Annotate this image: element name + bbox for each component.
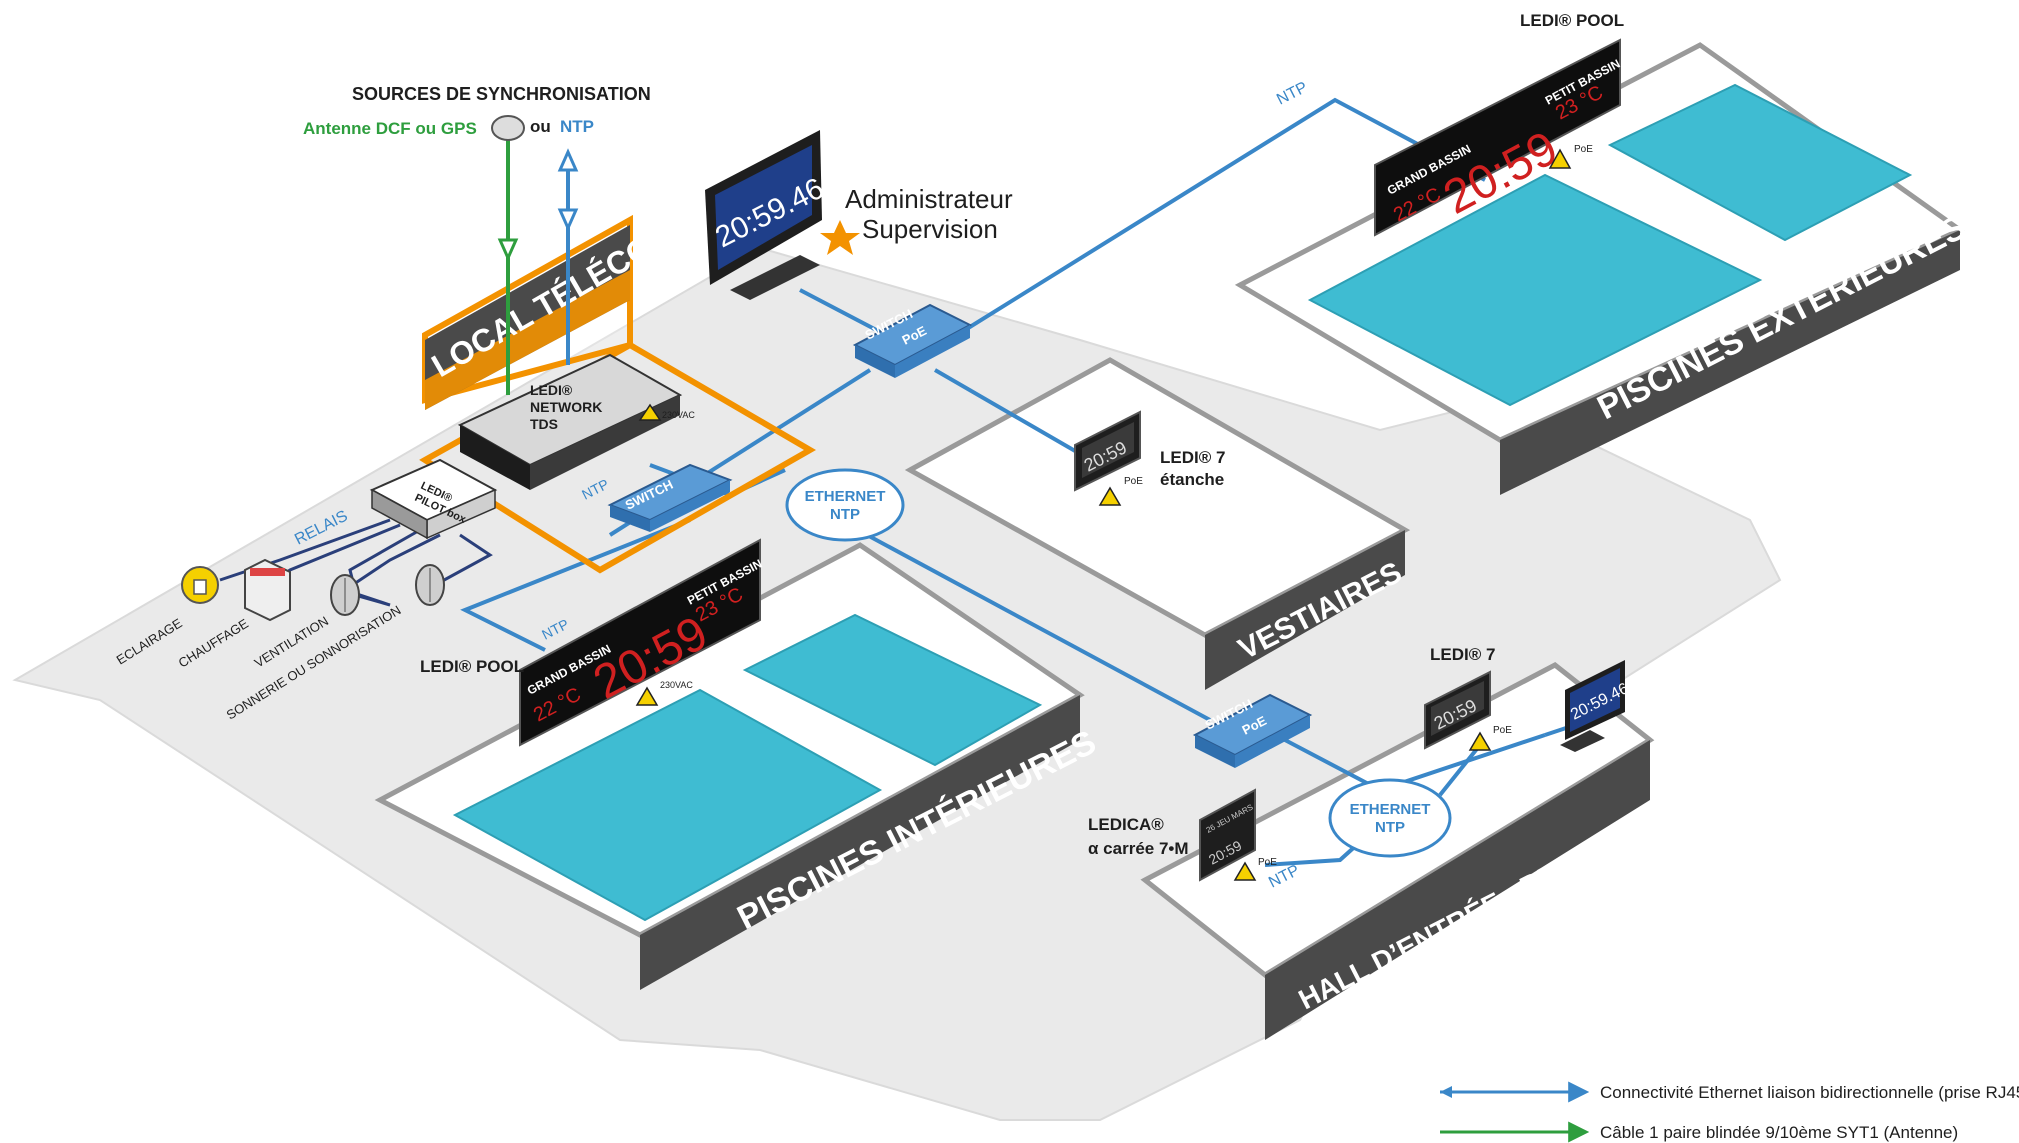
ledi7-etanche-name: LEDI® 7	[1160, 448, 1225, 467]
ledi-pool-display-interieur[interactable]: GRAND BASSIN 22 °C 20:59 PETIT BASSIN 23…	[519, 538, 764, 747]
gps-antenna-icon	[491, 115, 525, 141]
ledi7-etanche-sub: étanche	[1160, 470, 1224, 489]
eclairage-device[interactable]	[181, 566, 219, 604]
sync-title: SOURCES DE SYNCHRONISATION	[352, 84, 651, 104]
legend-ethernet-text: Connectivité Ethernet liaison bidirectio…	[1600, 1083, 2019, 1102]
ntp-down-arrow-icon	[557, 208, 579, 232]
warning-icon	[1468, 731, 1492, 751]
sync-antenna: Antenne DCF ou GPS	[303, 119, 477, 138]
sync-ntp: NTP	[560, 117, 594, 136]
tds-line2: TDS	[530, 416, 558, 432]
legend: Connectivité Ethernet liaison bidirectio…	[1440, 1081, 2019, 1143]
ledi7-hall-name: LEDI® 7	[1430, 645, 1495, 664]
legend-ethernet-arrow-icon	[1440, 1086, 1452, 1098]
heater-icon	[250, 568, 285, 576]
ventilation-device[interactable]	[330, 574, 360, 616]
pool-int-name: LEDI® POOL	[420, 657, 524, 676]
ledica-poe: PoE	[1258, 857, 1277, 868]
star-icon	[820, 220, 860, 255]
warning-icon	[1233, 861, 1257, 881]
ledi-network-tds[interactable]: LEDI® NETWORK TDS 230VAC	[457, 353, 695, 490]
keyboard-icon	[1560, 730, 1605, 752]
ledica-line1: LEDICA®	[1088, 815, 1164, 834]
switch-poe-bottom[interactable]: SWITCH PoE	[1192, 693, 1313, 768]
warning-icon	[1548, 148, 1572, 169]
ntp-up-arrow-icon	[557, 148, 579, 172]
legend-cable-text: Câble 1 paire blindée 9/10ème SYT1 (Ante…	[1600, 1123, 1958, 1142]
ethernet2-line2: NTP	[1375, 819, 1405, 836]
keyboard-icon	[730, 255, 820, 300]
warning-icon	[1098, 486, 1122, 506]
ethernet-ntp-bubble-2: ETHERNET NTP	[1328, 778, 1452, 858]
ethernet1-line1: ETHERNET	[805, 488, 886, 505]
ledi7-etanche-clock[interactable]: 20:59	[1074, 410, 1141, 492]
warning-icon	[635, 686, 659, 706]
pool-ext-name: LEDI® POOL	[1520, 11, 1624, 30]
ledi7-etanche-poe: PoE	[1124, 476, 1143, 487]
admin-line1: Administrateur	[845, 184, 1013, 214]
hall-monitor[interactable]: 20:59.46	[1560, 660, 1631, 752]
ethernet-ntp-bubble-1: ETHERNET NTP	[785, 468, 905, 542]
light-bulb-icon	[193, 579, 207, 595]
tds-line1: NETWORK	[530, 399, 602, 415]
ledica-clock[interactable]: 26 JEU MARS 20:59	[1199, 788, 1256, 882]
ledi-pilot-box[interactable]: LEDI® PILOT box	[369, 458, 498, 540]
ethernet1-line2: NTP	[830, 506, 860, 523]
zone-piscines-interieures: PISCINES INTÉRIEURES	[374, 542, 1102, 990]
tds-power: 230VAC	[662, 410, 695, 420]
admin-line2: Supervision	[862, 214, 998, 244]
ntp-label-top: NTP	[1274, 79, 1310, 109]
sync-or: ou	[530, 117, 551, 136]
antenna-arrow-icon	[497, 238, 519, 262]
pool-ext-poe: PoE	[1574, 144, 1593, 155]
ledica-line2: α carrée 7•M	[1088, 839, 1189, 858]
tds-brand: LEDI®	[530, 382, 573, 398]
warning-icon	[638, 403, 662, 421]
ethernet2-line1: ETHERNET	[1350, 801, 1431, 818]
chauffage-device[interactable]	[244, 558, 291, 622]
ledi7-hall-poe: PoE	[1493, 725, 1512, 736]
pool-int-power: 230VAC	[660, 680, 693, 690]
sonnerie-device[interactable]	[415, 564, 445, 606]
